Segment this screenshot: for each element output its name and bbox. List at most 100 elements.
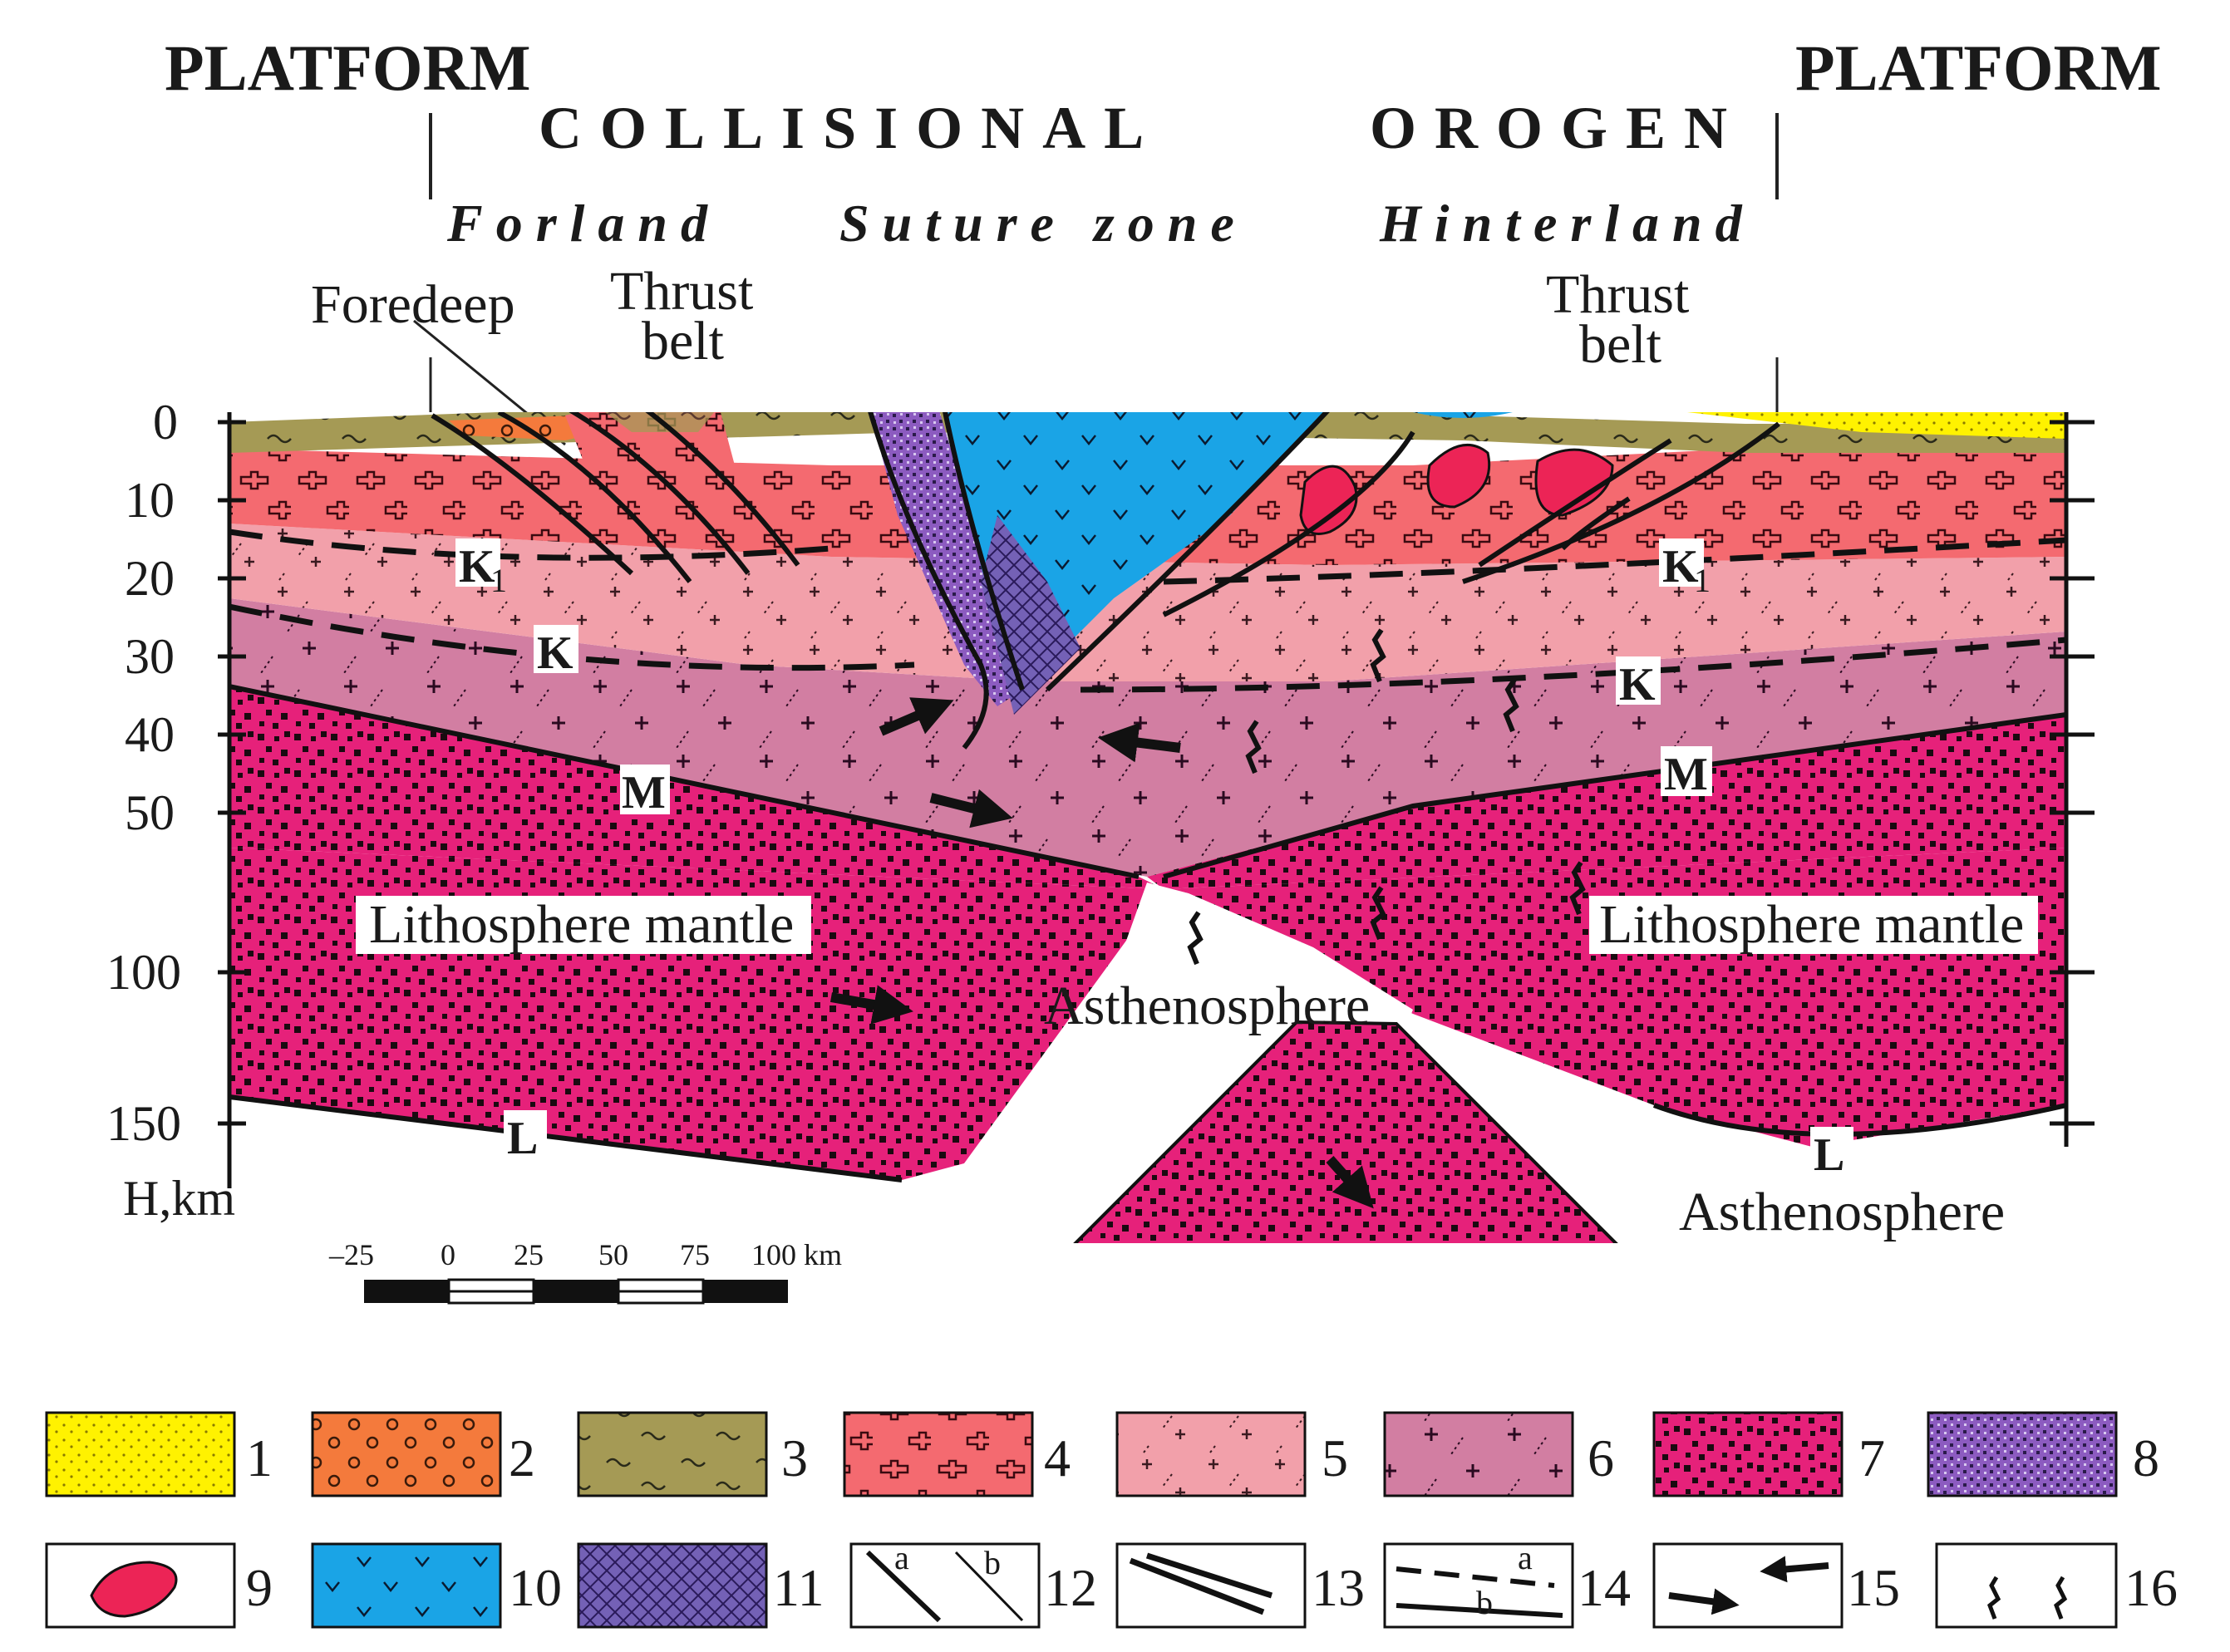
legend xyxy=(45,1411,2118,1629)
header: PLATFORM PLATFORM COLLISIONAL OROGEN For… xyxy=(165,32,2162,446)
legend-num-2: 2 xyxy=(509,1428,535,1487)
legend-swatch-2 xyxy=(311,1411,502,1497)
legend-arrow-left xyxy=(1760,1556,1829,1583)
legend-swatch-3 xyxy=(577,1411,768,1497)
platform-right-label: PLATFORM xyxy=(1795,32,2162,104)
region-labels: Lithosphere mantle Lithosphere mantle As… xyxy=(356,894,2038,1242)
zone-suture: Suture zone xyxy=(839,194,1248,253)
suture-ophiolite xyxy=(869,412,1022,706)
label-k1-left: K xyxy=(459,541,495,592)
legend-swatch-1 xyxy=(45,1411,236,1497)
legend-num-15: 15 xyxy=(1847,1558,1900,1617)
depth-axis-unit: H,km xyxy=(123,1171,235,1226)
intrusion-3 xyxy=(1534,448,1614,517)
intrusion-2 xyxy=(1426,443,1491,509)
label-k-left: K xyxy=(537,627,573,679)
orogen-title-orogen: OROGEN xyxy=(1370,95,1745,161)
scale-bar: –25 0 25 50 75 100 km xyxy=(328,1238,842,1305)
label-l-left: L xyxy=(507,1113,538,1164)
legend-swatch-12 xyxy=(849,1542,1041,1629)
upper-mantle-right xyxy=(1147,715,2066,889)
depth-tick-0: 0 xyxy=(153,395,178,450)
legend-thrust-lines xyxy=(1129,1552,1273,1615)
legend-num-13: 13 xyxy=(1312,1558,1365,1617)
label-k1-right: K xyxy=(1662,541,1699,592)
depth-tick-30: 30 xyxy=(125,629,175,684)
lithosphere-mantle-right-label: Lithosphere mantle xyxy=(1599,894,2024,955)
legend-swatch-5 xyxy=(1115,1411,1307,1497)
thrust-sheet-a xyxy=(565,412,748,548)
label-k-right: K xyxy=(1619,659,1656,710)
thrust-belt-left-line2: belt xyxy=(642,311,724,371)
depth-axis-right xyxy=(2050,412,2095,1147)
boundary-moho-line xyxy=(229,684,2066,879)
zone-forland: Forland xyxy=(446,194,721,253)
zone-hinterland: Hinterland xyxy=(1379,194,1755,253)
legend-swatch-7 xyxy=(1652,1411,1844,1497)
asthenosphere-window xyxy=(1072,883,1413,1105)
legend-num-8: 8 xyxy=(2133,1428,2159,1487)
asthenosphere-center-label: Asthenosphere xyxy=(1044,976,1370,1036)
legend-num-1: 1 xyxy=(246,1428,273,1487)
platform-sandstone xyxy=(1687,412,2066,439)
label-l-right: L xyxy=(1814,1129,1844,1181)
scale-tick-0: 0 xyxy=(441,1238,455,1271)
boundary-k1-line xyxy=(229,529,2066,585)
foredeep-label: Foredeep xyxy=(311,274,515,335)
legend-boundary-solid xyxy=(1396,1603,1563,1618)
legend-fault-b xyxy=(954,1551,1024,1622)
legend-fluid-arrow-1 xyxy=(1987,1576,2001,1620)
orogen-title-collisional: COLLISIONAL xyxy=(539,95,1162,161)
scale-tick-50: 50 xyxy=(598,1238,628,1271)
legend-num-3: 3 xyxy=(781,1428,808,1487)
label-m-right: M xyxy=(1664,749,1708,800)
fluid-flow-arrows xyxy=(1187,628,1586,966)
legend-swatch-10 xyxy=(311,1542,502,1629)
subducting-slab xyxy=(1073,1020,1618,1243)
volcanic-lens xyxy=(1413,412,1513,418)
thrust-belt-right-line1: Thrust xyxy=(1546,264,1689,325)
lithosphere-mantle-left-label: Lithosphere mantle xyxy=(369,894,794,955)
legend-intrusion-icon xyxy=(90,1561,178,1618)
legend-arrow-right xyxy=(1668,1588,1740,1615)
thrust-belt-right-line2: belt xyxy=(1579,314,1661,375)
legend-num-4: 4 xyxy=(1044,1428,1071,1487)
legend-num-12: 12 xyxy=(1044,1558,1097,1617)
depth-tick-20: 20 xyxy=(125,551,175,606)
motion-arrows xyxy=(829,697,1374,1209)
depth-tick-labels: 0 10 20 30 40 50 100 150 H,km xyxy=(106,395,235,1226)
legend-swatch-16 xyxy=(1935,1542,2118,1629)
legend-12-a: a xyxy=(894,1539,909,1576)
label-k1-left-sub: 1 xyxy=(490,562,507,599)
scale-tick-75: 75 xyxy=(680,1238,710,1271)
legend-num-14: 14 xyxy=(1578,1558,1631,1617)
legend-swatch-13 xyxy=(1115,1542,1307,1629)
legend-swatch-15 xyxy=(1652,1542,1844,1629)
legend-numbers: 1 2 3 4 5 6 7 8 9 10 11 12 13 14 15 16 a… xyxy=(246,1428,2178,1621)
asthenosphere-bottom-label: Asthenosphere xyxy=(1679,1182,2005,1242)
legend-swatch-8 xyxy=(1927,1411,2118,1497)
suture-crosshatch xyxy=(981,515,1081,715)
thrust-belt-left-line1: Thrust xyxy=(610,261,753,322)
legend-boundary-dashed xyxy=(1396,1566,1555,1588)
depth-tick-150: 150 xyxy=(106,1096,181,1151)
scale-tick-100: 100 km xyxy=(751,1238,842,1271)
legend-num-16: 16 xyxy=(2124,1558,2178,1617)
legend-num-6: 6 xyxy=(1588,1428,1614,1487)
legend-num-7: 7 xyxy=(1858,1428,1885,1487)
legend-fluid-arrow-2 xyxy=(2054,1576,2068,1620)
depth-tick-10: 10 xyxy=(125,473,175,528)
legend-swatch-4 xyxy=(843,1411,1034,1497)
legend-num-10: 10 xyxy=(509,1558,562,1617)
legend-num-5: 5 xyxy=(1322,1428,1348,1487)
legend-14-a: a xyxy=(1518,1539,1533,1576)
legend-fault-a xyxy=(865,1550,942,1623)
scale-tick-25: 25 xyxy=(514,1238,544,1271)
boundary-k-line xyxy=(229,603,2066,693)
legend-num-9: 9 xyxy=(246,1558,273,1617)
label-k1-right-sub: 1 xyxy=(1694,562,1711,599)
boundary-labels: K 1 K 1 K K M M L L xyxy=(455,538,1853,1181)
legend-14-b: b xyxy=(1476,1584,1493,1621)
depth-axis-left xyxy=(218,412,246,1188)
